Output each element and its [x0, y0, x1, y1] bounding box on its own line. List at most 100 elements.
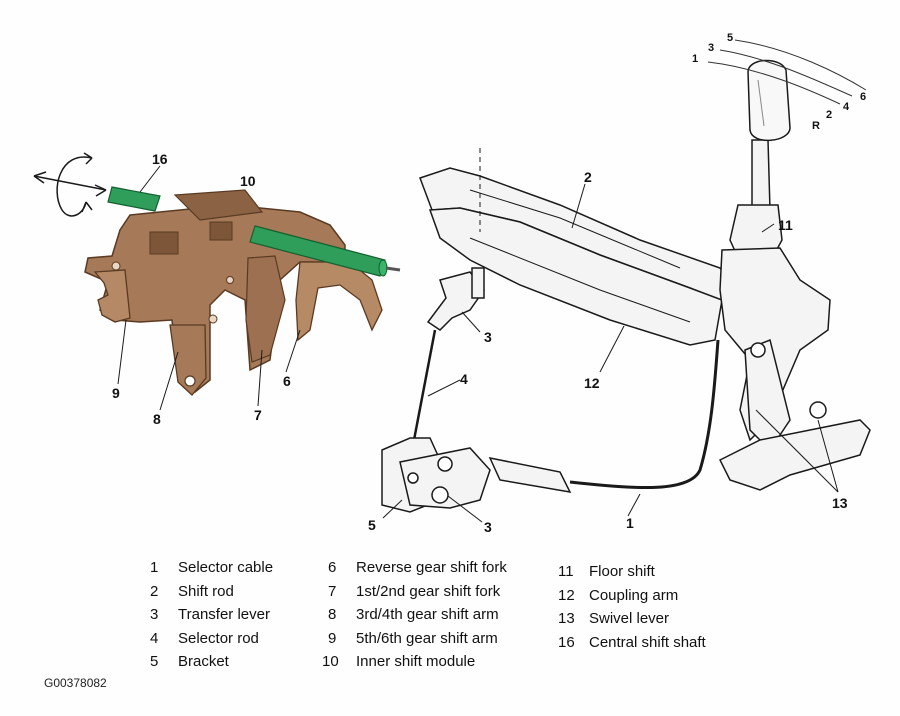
legend-number: 9 — [328, 629, 337, 647]
transfer-lever-pin — [471, 267, 485, 299]
legend-text: 3rd/4th gear shift arm — [356, 606, 499, 623]
legend-text: Central shift shaft — [589, 633, 706, 651]
shift-rod-inner-slot — [469, 189, 681, 269]
callout-11: 11 — [778, 217, 793, 233]
gear-label-4: 4 — [843, 101, 850, 113]
callout-2: 2 — [584, 169, 592, 185]
legend-number: 10 — [322, 653, 339, 670]
housing-detail-1 — [149, 231, 179, 255]
callout-13: 13 — [832, 495, 848, 511]
lower-lever-pivot-1 — [437, 456, 453, 472]
leader-12 — [599, 325, 625, 373]
leader-8 — [159, 351, 179, 411]
legend-number: 6 — [328, 559, 337, 576]
shift-arm-3rd-4th-hole — [184, 375, 196, 387]
legend-number: 11 — [558, 563, 574, 580]
callout-9: 9 — [112, 385, 120, 401]
callout-3-lower: 3 — [484, 519, 492, 535]
legend-number: 1 — [150, 559, 159, 576]
housing-bolt-3 — [226, 276, 234, 284]
callout-4: 4 — [460, 371, 468, 387]
legend-text: 5th/6th gear shift arm — [356, 629, 498, 647]
leader-9 — [117, 319, 127, 385]
legend-number: 4 — [150, 629, 159, 647]
gear-label-6: 6 — [860, 91, 866, 103]
shaft-segment-rear — [107, 186, 161, 212]
leader-2 — [571, 183, 586, 229]
shift-arm-5th-6th — [93, 269, 131, 323]
gate-arc-2 — [719, 49, 853, 97]
callout-7: 7 — [254, 407, 262, 423]
shift-knob — [747, 59, 791, 142]
axial-arrow-head-right — [94, 184, 107, 197]
housing-bolt-2 — [208, 314, 218, 324]
leader-5 — [382, 499, 403, 519]
selector-cable — [569, 339, 720, 490]
legend-text: Selector rod — [178, 629, 259, 647]
swivel-lever — [744, 338, 791, 452]
coupling-pivot — [750, 342, 766, 358]
axial-arrow-head-left — [33, 171, 47, 184]
callout-1: 1 — [626, 515, 634, 531]
gear-label-5: 5 — [727, 32, 733, 44]
gear-label-R: R — [812, 120, 820, 132]
inner-shift-module — [84, 189, 383, 396]
gate-arc-1 — [707, 61, 841, 105]
axial-arrow-line — [33, 175, 107, 191]
support-frame — [718, 419, 871, 491]
housing-bolt-1 — [111, 261, 121, 271]
housing-detail-2 — [209, 221, 233, 241]
legend-text: Inner shift module — [356, 653, 476, 670]
callout-10: 10 — [240, 173, 256, 189]
leader-7 — [257, 349, 263, 407]
callout-labels: 16 10 9 8 7 6 2 3 4 12 11 5 3 1 13 — [112, 151, 848, 535]
leader-3-lower — [447, 495, 483, 523]
lower-lever-pivot-3 — [407, 472, 419, 484]
legend-item: 4 Selector rod — [150, 627, 320, 651]
legend-text: Transfer lever — [178, 606, 270, 623]
swivel-lever-pivot — [809, 401, 827, 419]
figure-id: G00378082 — [44, 676, 107, 690]
coupling-arm-rib — [469, 237, 691, 323]
shaft-motion-arrows — [33, 152, 107, 217]
coupling-arm — [428, 207, 723, 346]
legend-number: 7 — [328, 582, 337, 600]
shift-arm-3rd-4th — [169, 324, 207, 396]
callout-16: 16 — [152, 151, 168, 167]
legend-text: Swivel lever — [589, 610, 670, 627]
rotation-arrow-head — [81, 201, 93, 213]
callout-3-upper: 3 — [484, 329, 492, 345]
legend-number: 16 — [558, 633, 575, 651]
callout-5: 5 — [368, 517, 376, 533]
gear-label-2: 2 — [826, 109, 832, 121]
shaft-tip — [385, 266, 401, 272]
callout-6: 6 — [283, 373, 291, 389]
leader-13b — [817, 419, 839, 493]
shaft-end-front — [378, 259, 388, 277]
leader-13a — [755, 409, 839, 493]
legend-number: 12 — [558, 586, 575, 604]
legend-number: 5 — [150, 653, 159, 670]
shift-fork-reverse — [295, 261, 383, 342]
housing-rear-block — [173, 189, 264, 221]
leader-6 — [285, 329, 301, 373]
selector-rod — [412, 329, 437, 441]
central-shift-shaft — [107, 186, 401, 277]
shift-knob-highlight — [757, 79, 765, 127]
legend-text: Coupling arm — [589, 586, 679, 604]
callout-8: 8 — [153, 411, 161, 427]
lower-lever-pivot-2 — [431, 486, 449, 504]
rotation-arrow-top-head — [83, 152, 93, 165]
